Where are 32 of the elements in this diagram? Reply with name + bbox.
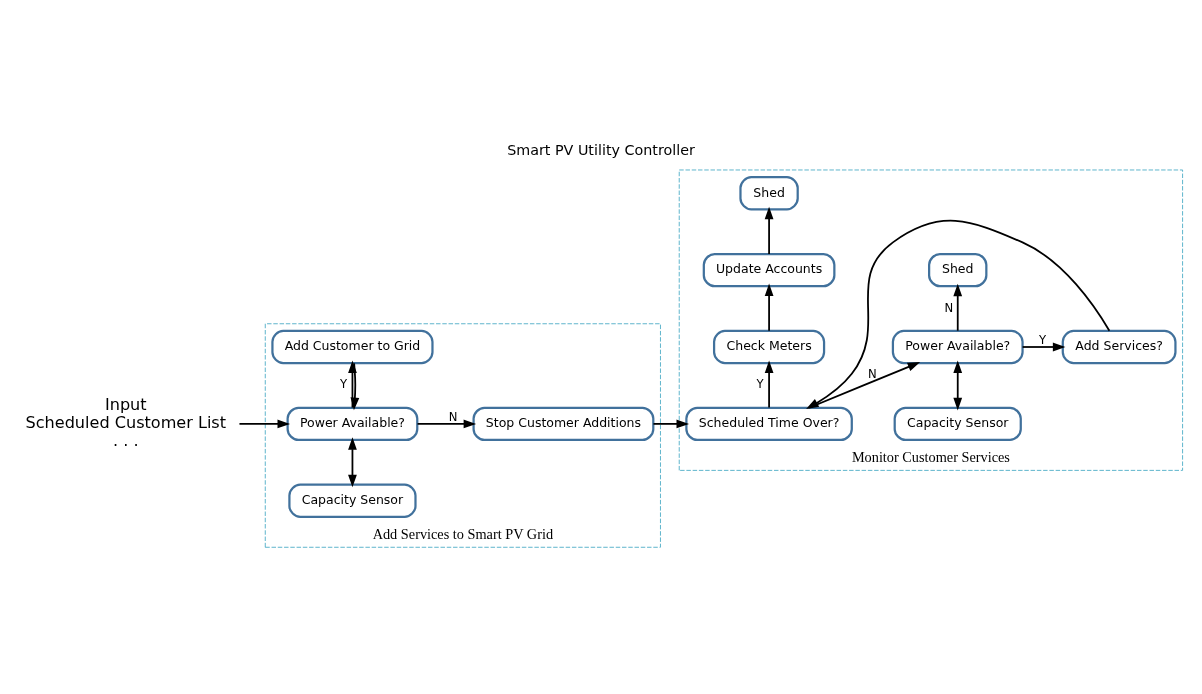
arrow bbox=[238, 419, 291, 429]
node-box: Check Meters bbox=[713, 329, 826, 365]
node-box: Scheduled Time Over? bbox=[685, 406, 853, 442]
arrow bbox=[764, 206, 774, 255]
node-box: Shed bbox=[928, 252, 988, 288]
arrow bbox=[953, 283, 963, 332]
node-box: Capacity Sensor bbox=[893, 406, 1022, 442]
arrow bbox=[806, 219, 1111, 410]
arrow bbox=[953, 360, 963, 411]
arrow bbox=[808, 362, 921, 409]
arrow bbox=[652, 419, 690, 429]
node-box: Update Accounts bbox=[702, 252, 836, 288]
edge-label: Y bbox=[1039, 332, 1047, 347]
edge-label: N bbox=[944, 300, 954, 315]
arrow bbox=[764, 283, 774, 332]
edge-label: N bbox=[868, 366, 877, 381]
node-box: Shed bbox=[739, 176, 799, 211]
node-box: Add Customer to Grid bbox=[271, 329, 434, 365]
arrow bbox=[764, 360, 774, 409]
node-box: Capacity Sensor bbox=[288, 483, 417, 518]
node-text: Input Scheduled Customer List . . . bbox=[25, 394, 227, 450]
edge-label: Y bbox=[339, 377, 348, 392]
node-box: Power Available? bbox=[891, 329, 1024, 365]
node-box: Stop Customer Additions bbox=[472, 406, 655, 442]
arrow bbox=[348, 437, 357, 488]
node-box: Add Services? bbox=[1061, 329, 1177, 365]
node-box: Power Available? bbox=[286, 406, 419, 442]
arrow bbox=[1021, 342, 1066, 352]
diagram-title: Smart PV Utility Controller bbox=[507, 141, 695, 158]
edge-label: Y bbox=[756, 377, 764, 392]
arrow bbox=[416, 419, 477, 429]
edge-label: N bbox=[448, 409, 458, 424]
